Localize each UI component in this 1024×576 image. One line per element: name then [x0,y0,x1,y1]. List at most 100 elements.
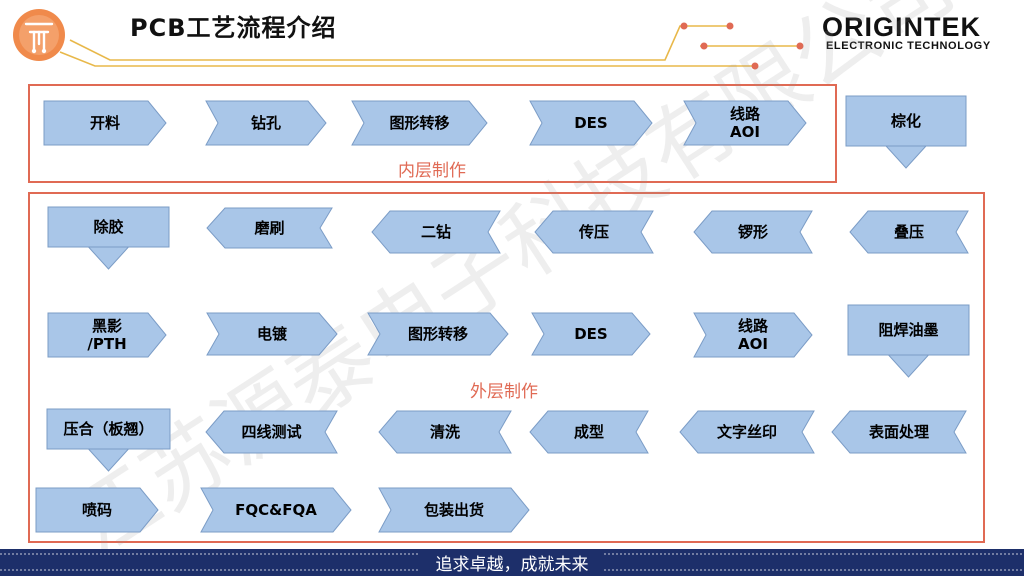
step-label: 阻焊油墨 [878,321,938,339]
process-step-baozhuang: 包装出货 [378,487,530,533]
step-label: 磨刷 [253,219,284,237]
header-decor-lines [59,22,804,70]
step-label: 图形转移 [408,325,468,343]
inner-layer-label: 内层制作 [398,161,466,181]
step-label-line: 磨刷 [253,219,284,237]
step-arrow-shape [35,487,159,533]
step-label-line: 锣形 [738,223,768,241]
step-label-line: DES [574,114,608,132]
process-step-zuhan: 阻焊油墨 [847,304,970,378]
step-label: 二钻 [421,223,451,241]
step-arrow-shape [378,487,530,533]
step-label: 传压 [578,223,609,241]
step-label: 喷码 [82,501,112,519]
step-label: 图形转移 [389,114,449,132]
step-label-line: 压合（板翘） [63,420,153,438]
step-arrow-shape [693,210,813,254]
step-label-line: 四线测试 [241,423,301,441]
step-arrow-shape [367,312,509,356]
process-step-wenzi: 文字丝印 [679,410,815,454]
step-label-line: 阻焊油墨 [878,321,938,339]
process-step-sixian: 四线测试 [205,410,338,454]
step-arrow-shape [206,207,333,249]
step-label-line: 传压 [578,223,609,241]
step-label: 钻孔 [251,114,281,132]
step-arrow-shape [378,410,512,454]
process-step-biaomian: 表面处理 [831,410,967,454]
step-arrow-shape [205,100,327,146]
step-arrow-shape [693,312,813,358]
step-label: 叠压 [894,223,924,241]
step-label-line: 电镀 [257,325,288,343]
step-label-line: 图形转移 [408,325,468,343]
step-label: 除胶 [93,218,123,236]
step-label-line: 线路 [738,317,769,335]
step-label: 锣形 [738,223,768,241]
step-arrow-shape [534,210,654,254]
process-step-des1: DES [529,100,653,146]
process-step-tuxing1: 图形转移 [351,100,488,146]
step-label-line: 二钻 [421,223,451,241]
down-arrow-icon [87,246,130,270]
step-label: 黑影/PTH [87,317,126,353]
step-label-line: 喷码 [82,501,112,519]
step-label-line: 包装出货 [424,501,484,519]
step-box [845,95,967,147]
step-arrow-shape [531,312,651,356]
step-label: DES [574,325,608,343]
step-label-line: DES [574,325,608,343]
step-label: 棕化 [891,112,921,130]
step-label: 清洗 [430,423,460,441]
step-arrow-shape [529,100,653,146]
step-arrow-shape [529,410,649,454]
step-label-line: AOI [730,123,760,141]
step-label-line: 图形转移 [389,114,449,132]
step-arrow-shape [371,210,501,254]
step-label: 开料 [90,114,120,132]
process-step-qingxi: 清洗 [378,410,512,454]
step-box [47,206,170,248]
step-arrow-shape [683,100,807,146]
company-logo [13,9,65,61]
step-label-line: 棕化 [891,112,921,130]
step-arrow-shape [849,210,969,254]
process-step-penma: 喷码 [35,487,159,533]
step-label-line: 清洗 [430,423,460,441]
process-step-moshua: 磨刷 [206,207,333,249]
outer-layer-group [28,192,985,543]
process-step-chujiao: 除胶 [47,206,170,270]
step-arrow-shape [200,487,352,533]
step-label-line: 线路 [730,105,761,123]
step-label: DES [574,114,608,132]
process-step-diaya: 叠压 [849,210,969,254]
step-label-line: AOI [738,335,768,353]
brand-name: ORIGINTEK [822,12,982,42]
down-arrow-icon [884,145,928,169]
step-label-line: 叠压 [894,223,924,241]
step-arrow-shape [206,312,338,356]
down-arrow-icon [87,448,130,472]
down-arrow-icon [887,354,930,378]
step-box [847,304,970,356]
step-label-line: FQC&FQA [235,501,317,519]
inner-layer-group [28,84,837,183]
step-label: 表面处理 [869,423,929,441]
process-step-heiying: 黑影/PTH [47,312,167,358]
process-step-zuankong: 钻孔 [205,100,327,146]
step-arrow-shape [679,410,815,454]
outer-layer-label: 外层制作 [470,382,538,402]
process-step-zonghua: 棕化 [845,95,967,169]
process-step-des2: DES [531,312,651,356]
step-label: 压合（板翘） [63,420,153,438]
step-label-line: 表面处理 [869,423,929,441]
process-step-erzuan: 二钻 [371,210,501,254]
step-box [46,408,171,450]
step-label: 文字丝印 [717,423,777,441]
process-step-luoxing: 锣形 [693,210,813,254]
step-label-line: 文字丝印 [717,423,777,441]
step-arrow-shape [351,100,488,146]
